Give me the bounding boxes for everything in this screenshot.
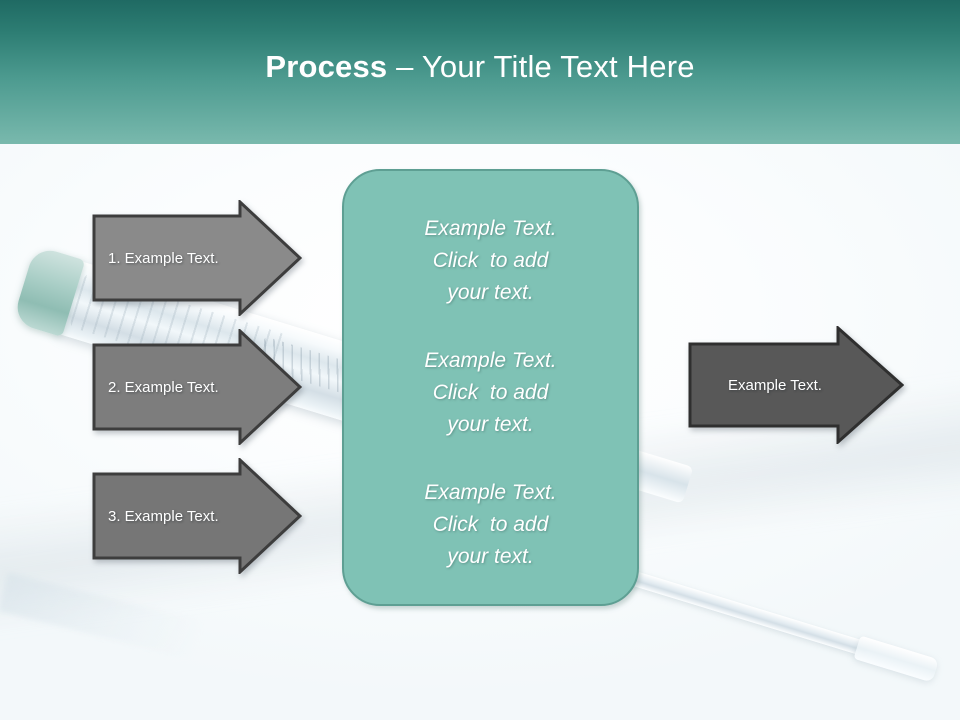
page-title-light: – Your Title Text Here <box>396 49 695 84</box>
center-text-block-2-line-3: your text. <box>447 413 534 436</box>
center-text-block-3: Example Text. Click to add your text. <box>376 477 606 573</box>
process-input-arrow-2-label: 2. Example Text. <box>108 378 219 396</box>
center-text-block-3-line-3: your text. <box>447 545 534 568</box>
process-center-box[interactable]: Example Text. Click to add your text. Ex… <box>342 169 639 606</box>
center-text-block-1-line-3: your text. <box>447 281 534 304</box>
process-input-arrow-3[interactable]: 3. Example Text. <box>92 458 302 574</box>
right-arrow-icon <box>92 458 302 574</box>
center-text-block-1: Example Text. Click to add your text. <box>376 213 606 309</box>
process-output-arrow-label: Example Text. <box>728 376 822 394</box>
process-input-arrow-1-label: 1. Example Text. <box>108 249 219 267</box>
right-arrow-icon <box>688 326 904 444</box>
right-arrow-icon <box>92 200 302 316</box>
center-text-block-2: Example Text. Click to add your text. <box>376 345 606 441</box>
center-text-block-3-line-1: Example Text. <box>424 481 557 504</box>
process-input-arrow-3-label: 3. Example Text. <box>108 507 219 525</box>
slide-header-band: Process – Your Title Text Here <box>0 0 960 144</box>
center-text-block-1-line-2: Click to add <box>432 249 549 272</box>
process-input-arrow-2[interactable]: 2. Example Text. <box>92 329 302 445</box>
center-text-block-1-line-1: Example Text. <box>424 217 557 240</box>
center-text-block-2-line-2: Click to add <box>432 381 549 404</box>
process-output-arrow[interactable]: Example Text. <box>688 326 904 444</box>
page-title: Process – Your Title Text Here <box>0 48 960 86</box>
center-text-block-3-line-2: Click to add <box>432 513 549 536</box>
page-title-strong: Process <box>265 49 397 84</box>
right-arrow-icon <box>92 329 302 445</box>
center-text-block-2-line-1: Example Text. <box>424 349 557 372</box>
process-input-arrow-1[interactable]: 1. Example Text. <box>92 200 302 316</box>
